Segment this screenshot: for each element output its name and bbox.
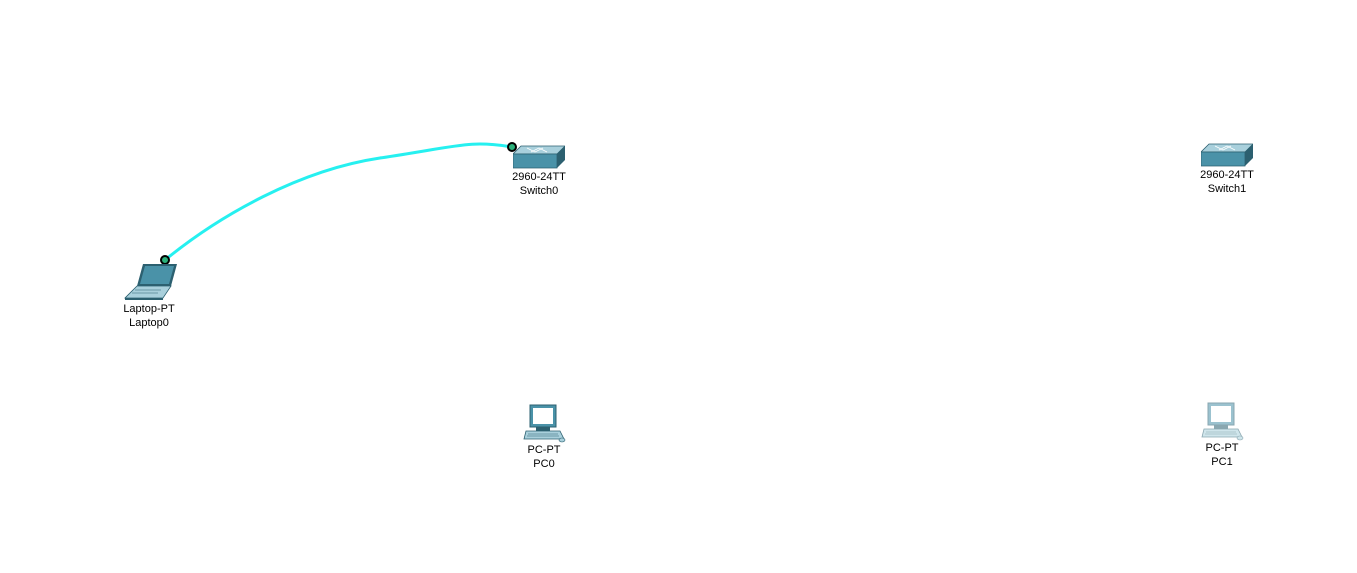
pc-icon — [523, 404, 566, 443]
cable-laptop0-switch0[interactable] — [164, 142, 513, 262]
device-name-label[interactable]: PC1 — [1211, 456, 1233, 468]
laptop-icon — [124, 264, 177, 300]
device-model-label: PC-PT — [1205, 442, 1239, 454]
device-model-label: 2960-24TT — [1200, 169, 1254, 181]
device-pc1[interactable] — [1194, 401, 1250, 441]
device-model-label: 2960-24TT — [512, 171, 566, 183]
device-model-label: PC-PT — [527, 444, 561, 456]
pc-icon — [1201, 402, 1244, 441]
device-pc0[interactable]: PC-PT PC0 — [516, 403, 572, 471]
device-name-label[interactable]: Switch0 — [519, 185, 559, 197]
device-name-label[interactable]: Laptop0 — [129, 317, 169, 329]
device-switch1[interactable]: 2960-24TT Switch1 — [1197, 142, 1257, 196]
device-name-label[interactable]: Switch1 — [1207, 183, 1247, 195]
device-name-label[interactable]: PC0 — [533, 458, 555, 470]
device-laptop0[interactable]: Laptop-PT Laptop0 — [119, 262, 179, 330]
device-pc1-labels: PC-PT PC1 — [1194, 441, 1250, 469]
switch-icon — [1201, 143, 1253, 167]
device-switch0[interactable]: 2960-24TT Switch0 — [509, 144, 569, 198]
device-model-label: Laptop-PT — [123, 303, 175, 315]
switch-icon — [513, 145, 565, 169]
link-light-switch0 — [507, 142, 517, 152]
